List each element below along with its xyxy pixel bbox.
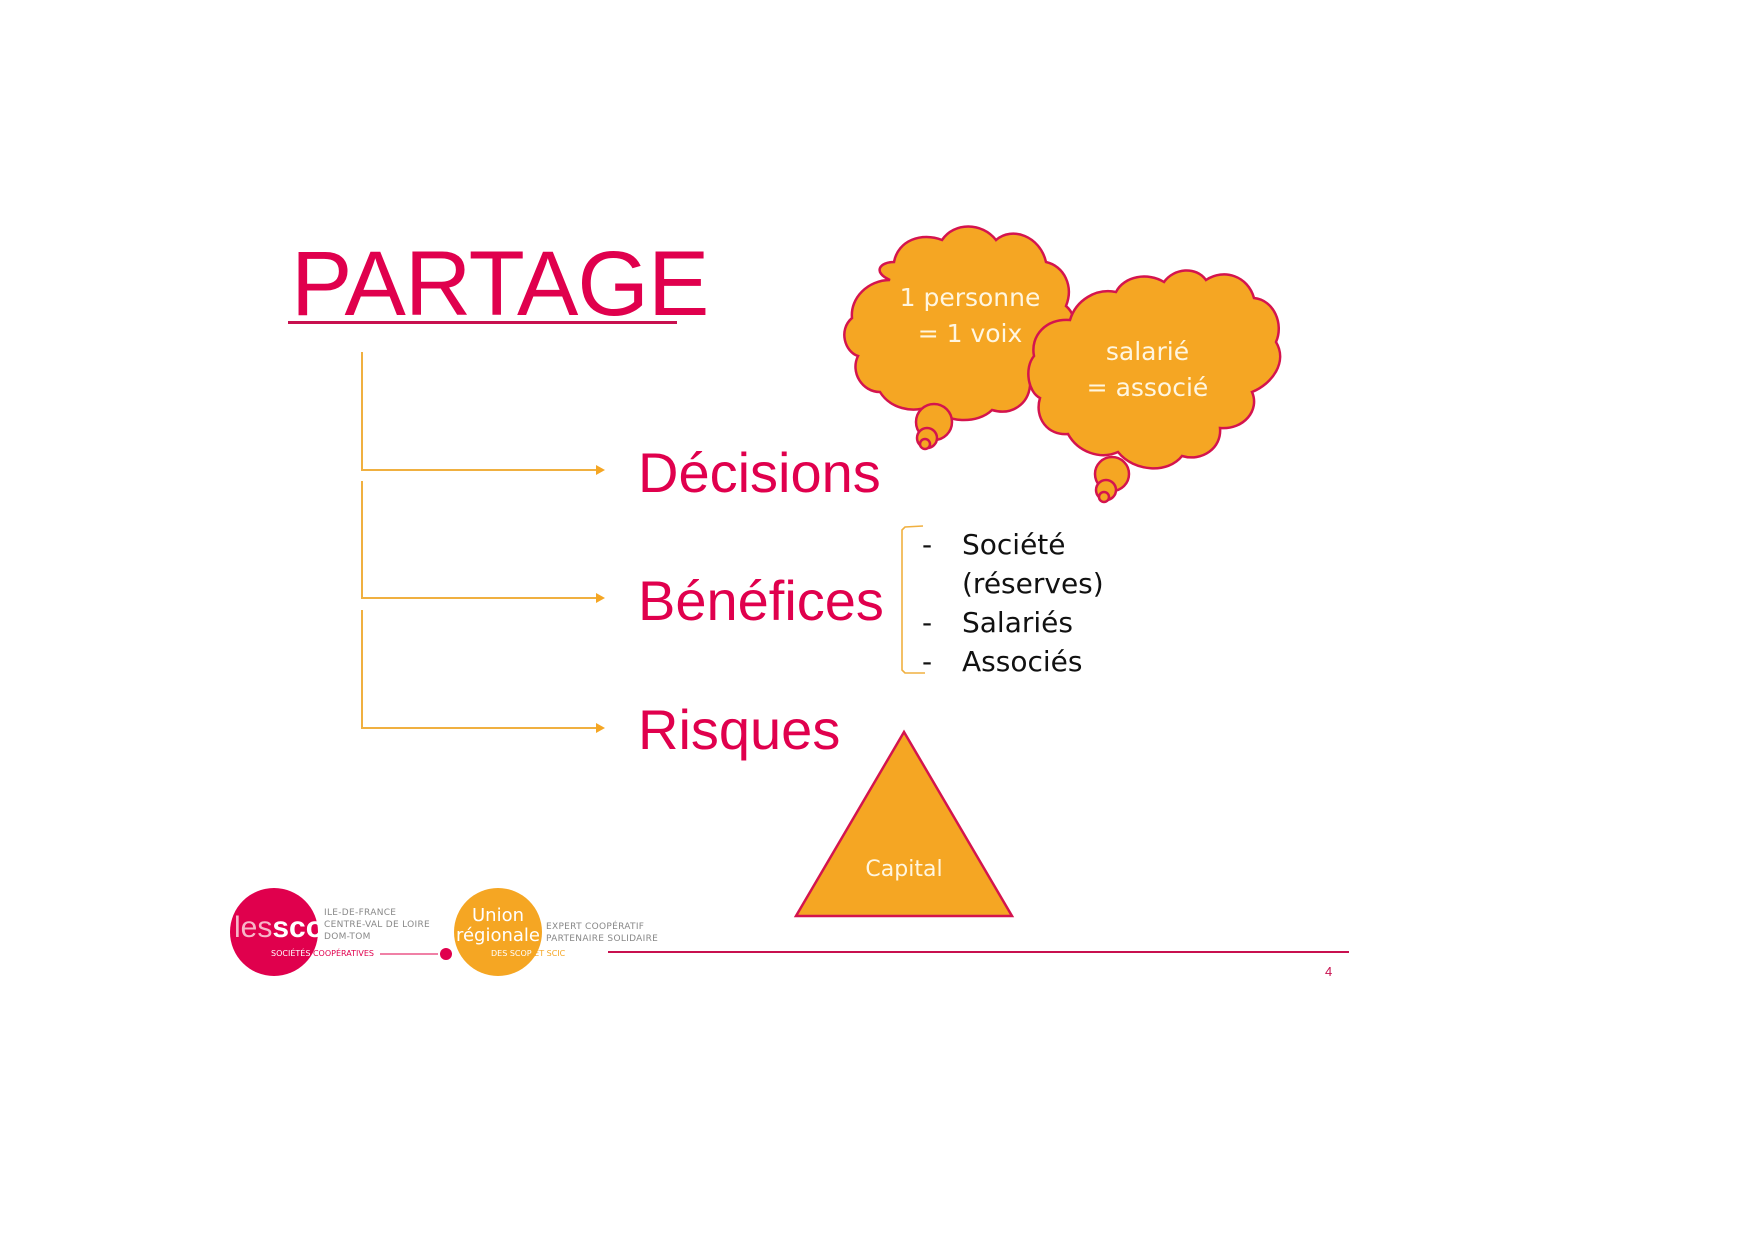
page-number: 4 (1325, 964, 1333, 979)
lescop-les: les (234, 911, 273, 944)
union-regionale-logo: Union régionale (454, 906, 542, 946)
list-dash: - (922, 606, 933, 639)
lescop-region: ILE-DE-FRANCE CENTRE-VAL DE LOIRE DOM-TO… (324, 907, 430, 943)
cloud-2-line-1: salarié (1105, 337, 1190, 366)
tagline-a: SOCIÉTÉS (271, 949, 311, 958)
list-item: (réserves) (922, 564, 1104, 603)
region-line: ILE-DE-FRANCE (324, 908, 397, 918)
list-item-text: Associés (962, 645, 1083, 678)
branch-risques: Risques (638, 698, 841, 761)
benefices-list: -Société (réserves) -Salariés -Associés (922, 525, 1104, 681)
lescop-logo-circle (230, 888, 318, 976)
list-item: -Associés (922, 642, 1104, 681)
lescop-logo: lesscop (234, 913, 342, 943)
connector-risques (361, 610, 598, 729)
union-tagline: DES SCOP ET SCIC (491, 949, 565, 958)
region-line: DOM-TOM (324, 932, 371, 942)
list-item-text: Salariés (962, 606, 1073, 639)
thought-cloud-2 (1027, 269, 1282, 504)
union-line-2: régionale (455, 925, 541, 946)
union-regionale-logo-circle (454, 888, 542, 976)
thought-bubble-dot (918, 437, 932, 451)
list-item-text: Société (962, 528, 1066, 561)
arrowhead-icon (596, 465, 605, 475)
cloud-2-line-2: = associé (1086, 373, 1209, 402)
benefices-bracket (901, 525, 925, 674)
union-tag-a: DES SCOP (491, 949, 532, 958)
branch-benefices: Bénéfices (638, 569, 884, 632)
list-dash: - (922, 645, 933, 678)
connector-benefices (361, 481, 598, 599)
side-line: EXPERT COOPÉRATIF (546, 922, 645, 932)
slide-title: PARTAGE (291, 233, 709, 335)
list-dash (922, 564, 962, 603)
lescop-scop: scop (272, 911, 343, 944)
footer-divider (608, 951, 1349, 953)
cloud-1-line-2: = 1 voix (917, 319, 1023, 348)
branch-decisions: Décisions (638, 441, 881, 504)
union-side-text: EXPERT COOPÉRATIF PARTENAIRE SOLIDAIRE (546, 921, 658, 945)
cloud-2-text: salarié = associé (1060, 334, 1235, 406)
logo-link-dot (440, 948, 452, 960)
union-line-1: Union (471, 905, 524, 926)
thought-bubble-dot (1097, 490, 1111, 504)
region-line: CENTRE-VAL DE LOIRE (324, 920, 431, 930)
list-item: -Société (922, 525, 1104, 564)
list-dash: - (922, 528, 933, 561)
tagline-b: COOPÉRATIVES (312, 949, 374, 958)
connector-decisions (361, 352, 598, 471)
union-tag-b: ET SCIC (534, 949, 566, 958)
capital-label: Capital (865, 857, 943, 882)
list-item: -Salariés (922, 603, 1104, 642)
title-underline (288, 321, 677, 324)
arrowhead-icon (596, 723, 605, 733)
list-item-text: (réserves) (962, 567, 1104, 600)
lescop-tagline: SOCIÉTÉS COOPÉRATIVES (271, 949, 374, 958)
cloud-1-text: 1 personne = 1 voix (880, 280, 1060, 352)
arrowhead-icon (596, 593, 605, 603)
capital-triangle (793, 729, 1015, 918)
side-line: PARTENAIRE SOLIDAIRE (546, 934, 659, 944)
cloud-1-line-1: 1 personne (899, 283, 1041, 312)
